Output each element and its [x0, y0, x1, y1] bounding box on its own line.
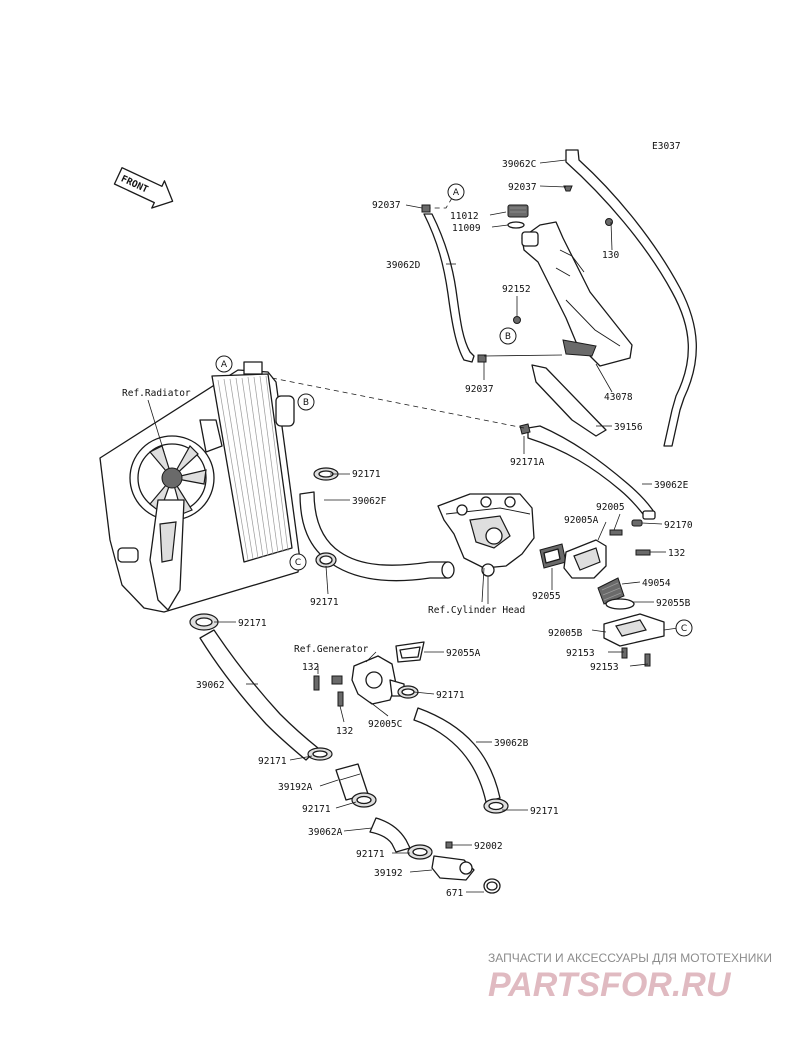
front-arrow-icon: FRONT — [113, 167, 174, 209]
label-92005: 92005 — [596, 502, 625, 513]
label-132-gen-top: 132 — [302, 662, 319, 673]
label-39062E: 39062E — [654, 480, 689, 491]
callout-a-top: A — [447, 183, 465, 201]
label-92055A: 92055A — [446, 648, 481, 659]
svg-text:A: A — [453, 188, 460, 198]
bolt-92153-a — [621, 647, 628, 659]
label-92055: 92055 — [532, 591, 561, 602]
label-39192A: 39192A — [278, 782, 313, 793]
label-132-right: 132 — [668, 548, 685, 559]
bolt-92002 — [445, 841, 453, 849]
bolt-132 — [635, 549, 651, 556]
gasket-92055B — [605, 598, 635, 610]
label-49054: 49054 — [642, 578, 671, 589]
label-92171-rad: 92171 — [238, 618, 267, 629]
label-39062D: 39062D — [386, 260, 421, 271]
clamp-92171A — [519, 423, 531, 435]
radiator-cap-fitting — [117, 547, 139, 563]
callout-c-hose: C — [289, 553, 307, 571]
clamp-92037-top — [563, 185, 573, 192]
bolt-92005 — [609, 529, 623, 536]
thermostat-housing — [563, 539, 607, 579]
label-92171-upper: 92171 — [352, 469, 381, 480]
callout-a-radiator: A — [215, 355, 233, 373]
label-92055B: 92055B — [656, 598, 691, 609]
label-92171-l1: 92171 — [258, 756, 287, 767]
callout-c-thermostat: C — [675, 619, 693, 637]
hose-39062E-end — [642, 510, 656, 520]
ref-generator: Ref.Generator — [294, 644, 369, 655]
label-671: 671 — [446, 888, 463, 899]
label-39192: 39192 — [374, 868, 403, 879]
label-92171A: 92171A — [510, 457, 545, 468]
hose-39062C — [565, 149, 697, 447]
reservoir-tank — [521, 221, 633, 367]
svg-text:C: C — [295, 558, 301, 568]
label-92153-b: 92153 — [590, 662, 619, 673]
ref-radiator: Ref.Radiator — [122, 388, 191, 399]
label-43078: 43078 — [604, 392, 633, 403]
radiator-fan — [129, 419, 223, 611]
clamp-92037-bottom — [477, 354, 487, 363]
label-92037-left: 92037 — [372, 200, 401, 211]
label-39062A: 39062A — [308, 827, 343, 838]
label-39062B: 39062B — [494, 738, 529, 749]
label-39156: 39156 — [614, 422, 643, 433]
bolt-92005C — [331, 675, 343, 685]
svg-text:B: B — [303, 398, 309, 408]
bolt-132-gen-top — [313, 675, 320, 691]
reservoir-cap — [507, 204, 529, 229]
hose-39062D — [423, 213, 475, 363]
svg-text:A: A — [221, 360, 228, 370]
bolt-92152 — [513, 316, 521, 324]
label-92171-gen: 92171 — [436, 690, 465, 701]
thermostat-cover — [603, 613, 665, 647]
label-92171-l3: 92171 — [356, 849, 385, 860]
label-92152: 92152 — [502, 284, 531, 295]
bolt-132-gen-bottom — [337, 691, 344, 707]
label-92005B: 92005B — [548, 628, 583, 639]
bolt-92153-b — [644, 653, 651, 667]
label-92037-top: 92037 — [508, 182, 537, 193]
label-132-gen-bottom: 132 — [336, 726, 353, 737]
label-39062F: 39062F — [352, 496, 387, 507]
label-92171-l2: 92171 — [302, 804, 331, 815]
label-92171-r: 92171 — [530, 806, 559, 817]
pipe-39192 — [431, 855, 475, 881]
bolt-92170 — [631, 519, 643, 527]
generator-fitting — [351, 655, 405, 705]
hose-39062A — [369, 817, 411, 853]
label-130: 130 — [602, 250, 619, 261]
ref-cylinder-head: Ref.Cylinder Head — [428, 605, 525, 616]
hose-39062E — [527, 425, 655, 519]
callout-b-radiator: B — [297, 393, 315, 411]
label-92037-bottom: 92037 — [465, 384, 494, 395]
label-92005C: 92005C — [368, 719, 402, 730]
callout-b-reservoir: B — [499, 327, 517, 345]
label-92170: 92170 — [664, 520, 693, 531]
hose-39062B — [413, 707, 501, 803]
svg-text:C: C — [681, 624, 687, 634]
label-92153-a: 92153 — [566, 648, 595, 659]
label-92171-c: 92171 — [310, 597, 339, 608]
label-39062: 39062 — [196, 680, 225, 691]
thermostat-49054 — [597, 577, 625, 605]
label-11009: 11009 — [452, 223, 481, 234]
hose-39062F — [299, 491, 449, 582]
label-11012: 11012 — [450, 211, 479, 222]
diagram-code: E3037 — [652, 141, 681, 152]
label-92002: 92002 — [474, 841, 503, 852]
reservoir-bracket — [531, 364, 607, 437]
watermark-tagline: ЗАПЧАСТИ И АКСЕССУАРЫ ДЛЯ МОТОТЕХНИКИ — [488, 951, 772, 965]
clamp-92037-left — [421, 204, 431, 213]
label-39062C: 39062C — [502, 159, 536, 170]
watermark-logo: PARTSFOR.RU — [488, 966, 732, 1004]
hose-39062 — [199, 629, 319, 761]
label-92005A: 92005A — [564, 515, 599, 526]
svg-text:B: B — [505, 332, 511, 342]
